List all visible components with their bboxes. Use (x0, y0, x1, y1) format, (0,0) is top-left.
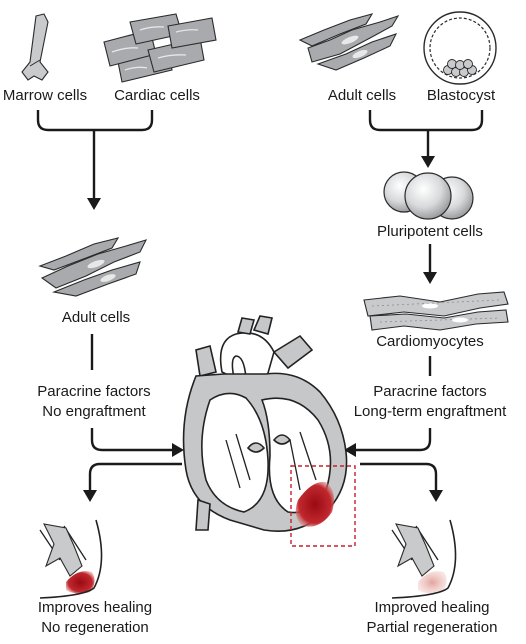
adult-cells-left-icon (38, 237, 148, 297)
bone-icon (21, 13, 49, 81)
right-into-heart-arrow (344, 428, 432, 457)
right-result-line1: Improved healing (374, 599, 489, 616)
left-out-arrow (83, 462, 182, 502)
left-into-heart-arrow (90, 428, 184, 457)
cardiac-cells-icon (103, 13, 217, 83)
adult-cells-top-icon (298, 13, 400, 71)
cardiac-cells-label: Cardiac cells (114, 87, 200, 104)
right-outcome-line1: Paracrine factors (373, 383, 486, 400)
right-bracket-arrow (368, 110, 484, 168)
right-out-arrow (360, 462, 443, 502)
adult-cells-left-label: Adult cells (62, 309, 130, 326)
pluripotent-cells-label: Pluripotent cells (377, 223, 483, 240)
cardiomyocytes-icon (363, 291, 509, 331)
right-result-line2: Partial regeneration (367, 619, 498, 636)
blastocyst-icon (423, 11, 497, 85)
zoom-left-no-regeneration (30, 519, 104, 599)
blastocyst-label: Blastocyst (427, 87, 496, 104)
left-bracket-arrow (36, 110, 154, 210)
adult-cells-top-label: Adult cells (328, 87, 396, 104)
left-result-line1: Improves healing (38, 599, 152, 616)
left-result-line2: No regeneration (41, 619, 149, 636)
marrow-cells-label: Marrow cells (3, 87, 87, 104)
pluripotent-arrow (423, 244, 437, 284)
cardiomyocytes-label: Cardiomyocytes (376, 333, 484, 350)
infarct-highlight-box (290, 465, 356, 547)
left-outcome-line1: Paracrine factors (37, 383, 150, 400)
pluripotent-cells-icon (383, 171, 474, 220)
zoom-right-partial-regeneration (382, 519, 458, 599)
left-outcome-line2: No engraftment (42, 403, 146, 420)
heart-illustration (182, 315, 348, 532)
right-outcome-line2: Long-term engraftment (354, 403, 507, 420)
